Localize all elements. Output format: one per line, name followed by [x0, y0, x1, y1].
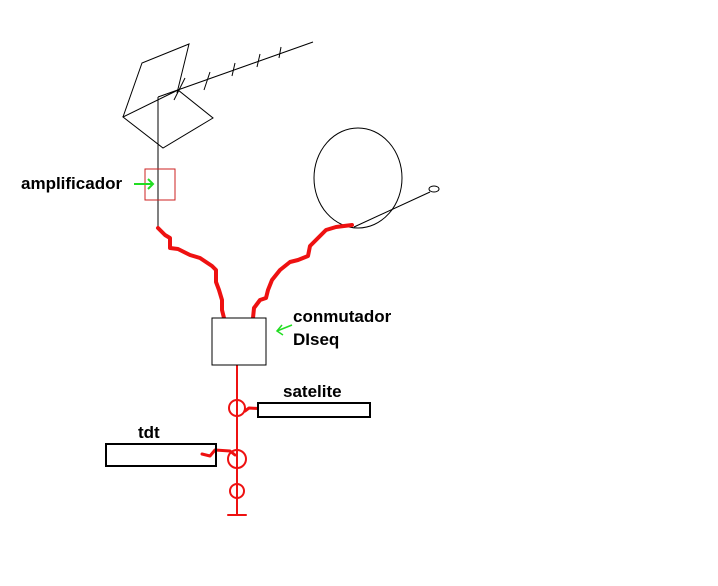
- spare-outlet-tap: [229, 483, 245, 499]
- dtt-receiver: [105, 443, 217, 467]
- antenna-panel-lower: [122, 89, 214, 149]
- diseqc-switch-box: [211, 317, 267, 366]
- antenna-cable: [156, 226, 226, 320]
- dish-feed-arm: [353, 191, 431, 228]
- antenna-element: [278, 46, 282, 59]
- dish-reflector: [313, 127, 403, 229]
- switch-label-line1: conmutador: [293, 307, 392, 326]
- amplifier-label: amplificador: [21, 174, 122, 193]
- dish-cable: [251, 223, 354, 320]
- terrestrial-antenna: [122, 41, 314, 228]
- antenna-element: [203, 71, 211, 91]
- dish-lnb: [428, 185, 440, 193]
- antenna-element: [256, 53, 261, 68]
- cables: [156, 223, 354, 516]
- satellite-outlet-tap: [228, 399, 246, 417]
- antenna-boom: [157, 41, 314, 98]
- antenna-panel-upper: [122, 43, 190, 118]
- dtt-outlet-tap: [227, 449, 247, 469]
- satellite-dish: [313, 127, 440, 229]
- dtt-label: tdt: [138, 423, 160, 442]
- switch-arrow: [275, 324, 293, 336]
- antenna-element: [231, 62, 236, 77]
- amplifier-arrow: [134, 178, 155, 190]
- antenna-dipole: [173, 77, 186, 101]
- switch-label-line2: DIseq: [293, 330, 339, 349]
- satellite-receiver: [257, 402, 371, 418]
- satellite-label: satelite: [283, 382, 342, 401]
